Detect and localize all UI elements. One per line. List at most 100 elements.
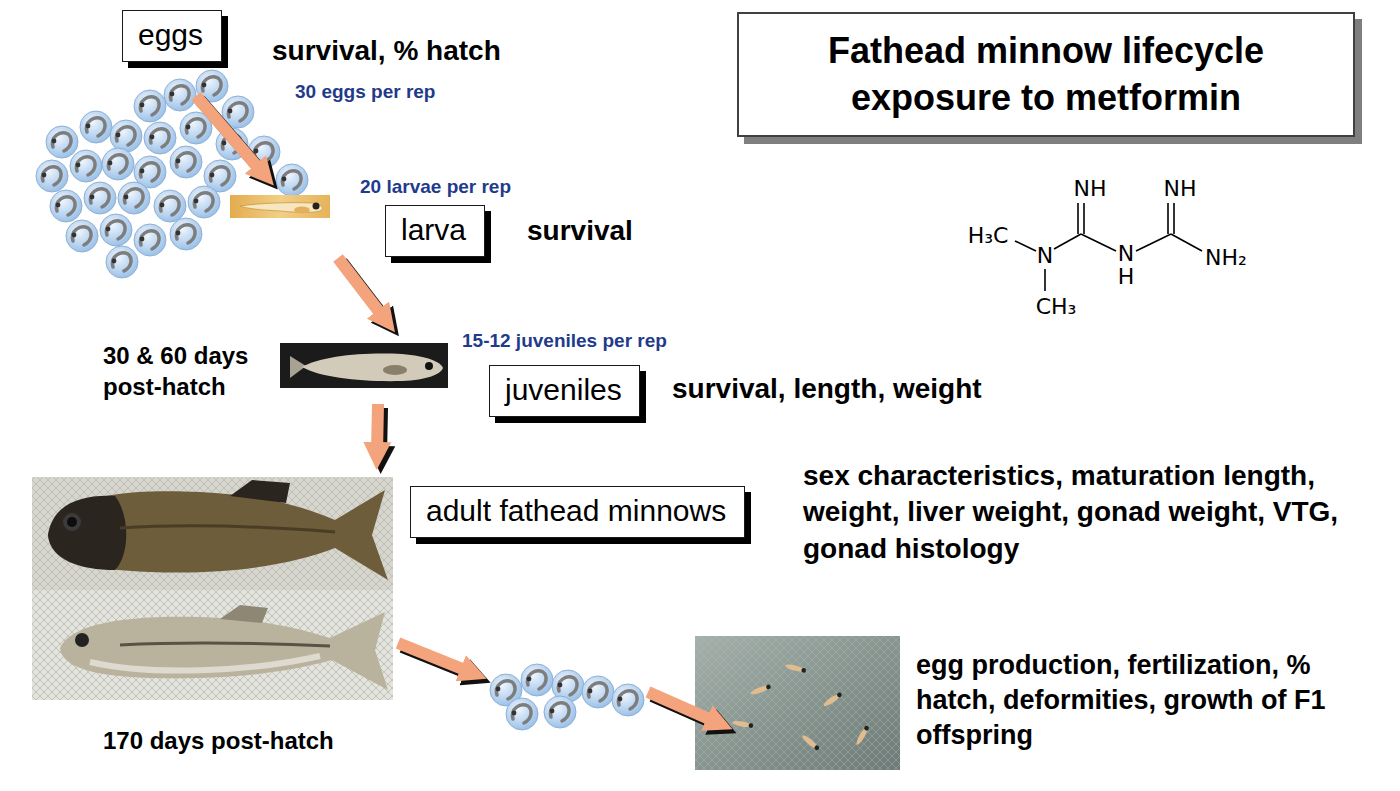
fry xyxy=(732,720,754,729)
lifecycle-arrow xyxy=(648,692,716,722)
lifecycle-arrow xyxy=(338,258,384,318)
chem-atom: NH₂ xyxy=(1205,247,1247,269)
stage-box: adult fathead minnows xyxy=(410,486,745,538)
bond xyxy=(1081,234,1116,251)
measure-list: survival, % hatch xyxy=(272,34,501,68)
fry xyxy=(801,734,821,752)
egg xyxy=(36,160,68,192)
fish-gut xyxy=(383,365,407,375)
larva-photo xyxy=(230,195,330,218)
bond xyxy=(1015,241,1036,251)
photo-ground xyxy=(230,195,330,218)
bond xyxy=(1167,203,1169,234)
egg xyxy=(106,246,138,278)
egg-cluster xyxy=(36,70,308,278)
measure-list: sex characteristics, maturation length, … xyxy=(803,458,1391,567)
egg xyxy=(102,148,134,180)
adult-female-photo xyxy=(32,590,393,700)
egg xyxy=(164,79,196,111)
fish-body xyxy=(60,612,388,690)
lateral-stripe xyxy=(120,643,330,646)
egg xyxy=(276,164,308,196)
yolk-sac xyxy=(294,207,310,214)
egg xyxy=(70,150,102,182)
egg xyxy=(521,664,553,696)
metformin-bonds xyxy=(1015,203,1202,291)
net-texture xyxy=(695,636,900,770)
measure-list: egg production, fertilization, % hatch, … xyxy=(916,648,1392,753)
lateral-stripe xyxy=(120,526,335,532)
age-note: 30 & 60 days post-hatch xyxy=(103,340,281,402)
arrow-shadow xyxy=(200,100,720,726)
net-texture xyxy=(32,477,393,590)
stage-label: larva xyxy=(401,210,469,251)
egg xyxy=(144,122,176,154)
bond xyxy=(1083,203,1085,234)
fish-eye xyxy=(67,517,77,527)
fry xyxy=(750,684,772,696)
chem-atom: CH₃ xyxy=(1036,296,1077,318)
eye-ring xyxy=(63,513,81,531)
egg xyxy=(46,126,78,158)
egg xyxy=(544,696,576,728)
fish-body xyxy=(48,490,388,580)
photo-ground xyxy=(280,343,448,388)
egg xyxy=(134,224,166,256)
egg xyxy=(582,676,614,708)
fish-body xyxy=(302,354,443,382)
replicate-count: 15-12 juveniles per rep xyxy=(462,330,667,353)
chem-atom: NH xyxy=(1074,178,1107,200)
age-note: 170 days post-hatch xyxy=(103,727,334,756)
fish-eye xyxy=(425,362,433,370)
larva-eye xyxy=(313,203,320,210)
lifecycle-arrow xyxy=(196,96,262,172)
egg xyxy=(506,698,538,730)
egg xyxy=(80,111,112,143)
stage-box: eggs xyxy=(122,10,222,62)
larva-body xyxy=(240,203,323,213)
stage-box: juveniles xyxy=(489,365,640,417)
fish-eye xyxy=(75,633,89,647)
bond xyxy=(1054,234,1081,249)
egg xyxy=(66,220,98,252)
egg xyxy=(612,684,644,716)
egg xyxy=(50,190,82,222)
diagram-title: Fathead minnow lifecycle exposure to met… xyxy=(755,28,1337,122)
egg xyxy=(134,90,166,122)
bond xyxy=(1077,203,1079,234)
adult-male-photo xyxy=(32,477,393,590)
egg xyxy=(100,214,132,246)
measure-list: survival, length, weight xyxy=(672,372,982,406)
egg xyxy=(154,190,186,222)
photo-ground xyxy=(32,477,393,590)
stage-label: eggs xyxy=(138,15,206,56)
juvenile-photo xyxy=(280,343,448,388)
lifecycle-arrow xyxy=(398,643,470,672)
measure-list: survival xyxy=(527,214,633,248)
photo-ground xyxy=(695,636,900,770)
f1-egg-cluster xyxy=(490,664,644,730)
bond xyxy=(1171,234,1202,251)
fry xyxy=(855,725,870,746)
dorsal-fin xyxy=(230,480,290,503)
fry xyxy=(822,691,842,707)
net-texture xyxy=(32,590,393,700)
bond xyxy=(1044,269,1046,291)
photo-ground xyxy=(32,590,393,700)
bond xyxy=(1173,203,1175,234)
fish-belly xyxy=(90,656,320,671)
chem-atom: H₃C xyxy=(968,225,1009,247)
stage-label: juveniles xyxy=(505,370,624,411)
fry-photo xyxy=(695,636,900,770)
title-box: Fathead minnow lifecycle exposure to met… xyxy=(737,12,1355,137)
lifecycle-arrow xyxy=(377,404,378,452)
egg xyxy=(84,182,116,214)
egg xyxy=(170,146,202,178)
bond xyxy=(1136,234,1171,251)
chem-atom: NH xyxy=(1164,178,1197,200)
egg xyxy=(110,120,142,152)
fish-head xyxy=(48,496,126,570)
lifecycle-arrows xyxy=(196,96,720,726)
stage-label: adult fathead minnows xyxy=(426,491,729,532)
